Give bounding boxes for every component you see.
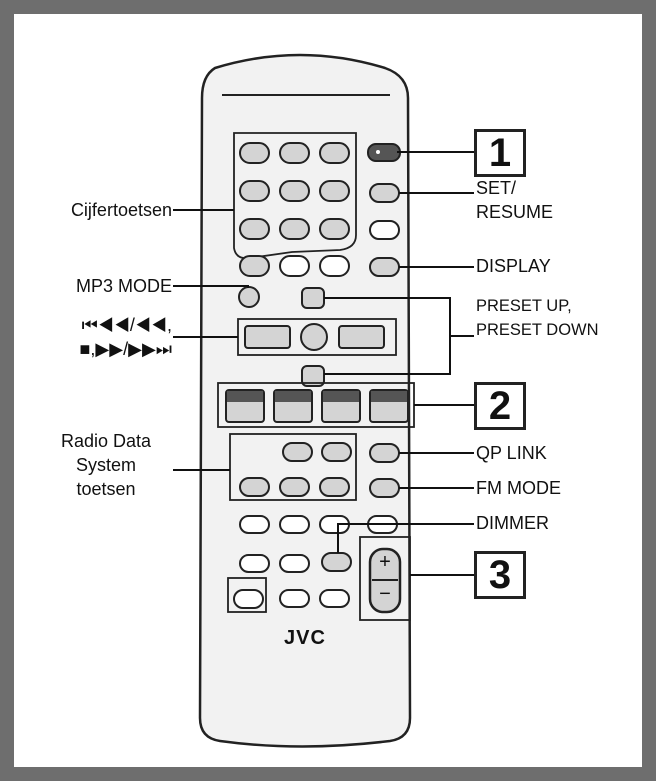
label-qp-link: QP LINK: [476, 443, 547, 463]
rds-key-3[interactable]: [239, 477, 270, 497]
preset-up-button[interactable]: [301, 287, 325, 309]
skip-forward-button[interactable]: [338, 325, 385, 349]
rds-key-5[interactable]: [319, 477, 350, 497]
bottom-left-key-frame: [227, 577, 267, 613]
standby-dot: [376, 150, 380, 154]
label-rds-line2: System: [75, 455, 136, 475]
lower-key-5[interactable]: [239, 554, 270, 573]
rds-key-2[interactable]: [321, 442, 352, 462]
key-plus10[interactable]: [319, 255, 350, 277]
key-10[interactable]: [239, 255, 270, 277]
lower-key-6[interactable]: [279, 554, 310, 573]
key-6[interactable]: [319, 180, 350, 202]
label-preset-down: PRESET DOWN: [476, 321, 599, 339]
set-resume-button[interactable]: [369, 183, 400, 203]
rds-key-group: [229, 433, 357, 501]
leader-lines: [173, 151, 474, 576]
skip-back-button[interactable]: [244, 325, 291, 349]
key-0[interactable]: [279, 255, 310, 277]
key-3[interactable]: [319, 142, 350, 164]
key-5[interactable]: [279, 180, 310, 202]
preset-down-button[interactable]: [301, 365, 325, 387]
label-display: DISPLAY: [476, 256, 551, 276]
label-rds-line3: toetsen: [76, 479, 136, 499]
rds-key-1[interactable]: [282, 442, 313, 462]
step-number-2: 2: [474, 382, 526, 430]
fm-mode-button[interactable]: [369, 478, 400, 498]
label-set: SET/: [476, 178, 517, 198]
key-2[interactable]: [279, 142, 310, 164]
lower-key-7[interactable]: [279, 589, 310, 608]
label-cijfertoetsen: Cijfertoetsen: [70, 200, 172, 220]
volume-minus-sign: −: [379, 583, 391, 605]
rds-key-4[interactable]: [279, 477, 310, 497]
volume-frame: [359, 536, 411, 621]
lower-key-1[interactable]: [239, 515, 270, 534]
lower-key-8[interactable]: [319, 589, 350, 608]
key-8[interactable]: [279, 218, 310, 240]
label-preset-up: PRESET UP,: [476, 297, 572, 315]
cursor-key-icon[interactable]: [300, 323, 328, 351]
function-keys: [225, 389, 409, 423]
label-dimmer: DIMMER: [476, 513, 549, 533]
display-button[interactable]: [369, 257, 400, 277]
standby-button[interactable]: [367, 143, 401, 162]
key-7[interactable]: [239, 218, 270, 240]
label-fm-mode: FM MODE: [476, 478, 561, 498]
label-skip-line2: ■,▶▶/▶▶⏭: [79, 339, 172, 359]
key-9[interactable]: [319, 218, 350, 240]
qp-link-button[interactable]: [369, 443, 400, 463]
dimmer-button[interactable]: [321, 552, 352, 572]
lower-key-2[interactable]: [279, 515, 310, 534]
step-number-1: 1: [474, 129, 526, 177]
label-resume: RESUME: [476, 202, 554, 222]
number-keys: [239, 142, 350, 277]
volume-plus-sign: +: [379, 551, 391, 573]
key-4[interactable]: [239, 180, 270, 202]
label-skip-line1: ⏮◀◀/◀◀,: [81, 315, 172, 335]
mp3-mode-button[interactable]: [238, 286, 260, 308]
step-number-3: 3: [474, 551, 526, 599]
number-key-group: [233, 132, 357, 260]
label-mp3-mode: MP3 MODE: [75, 276, 172, 296]
key-1[interactable]: [239, 142, 270, 164]
brand-logo: JVC: [284, 627, 326, 649]
label-rds-line1: Radio Data: [60, 431, 152, 451]
bottom-left-key[interactable]: [233, 589, 264, 609]
right-blank-button[interactable]: [369, 220, 400, 240]
